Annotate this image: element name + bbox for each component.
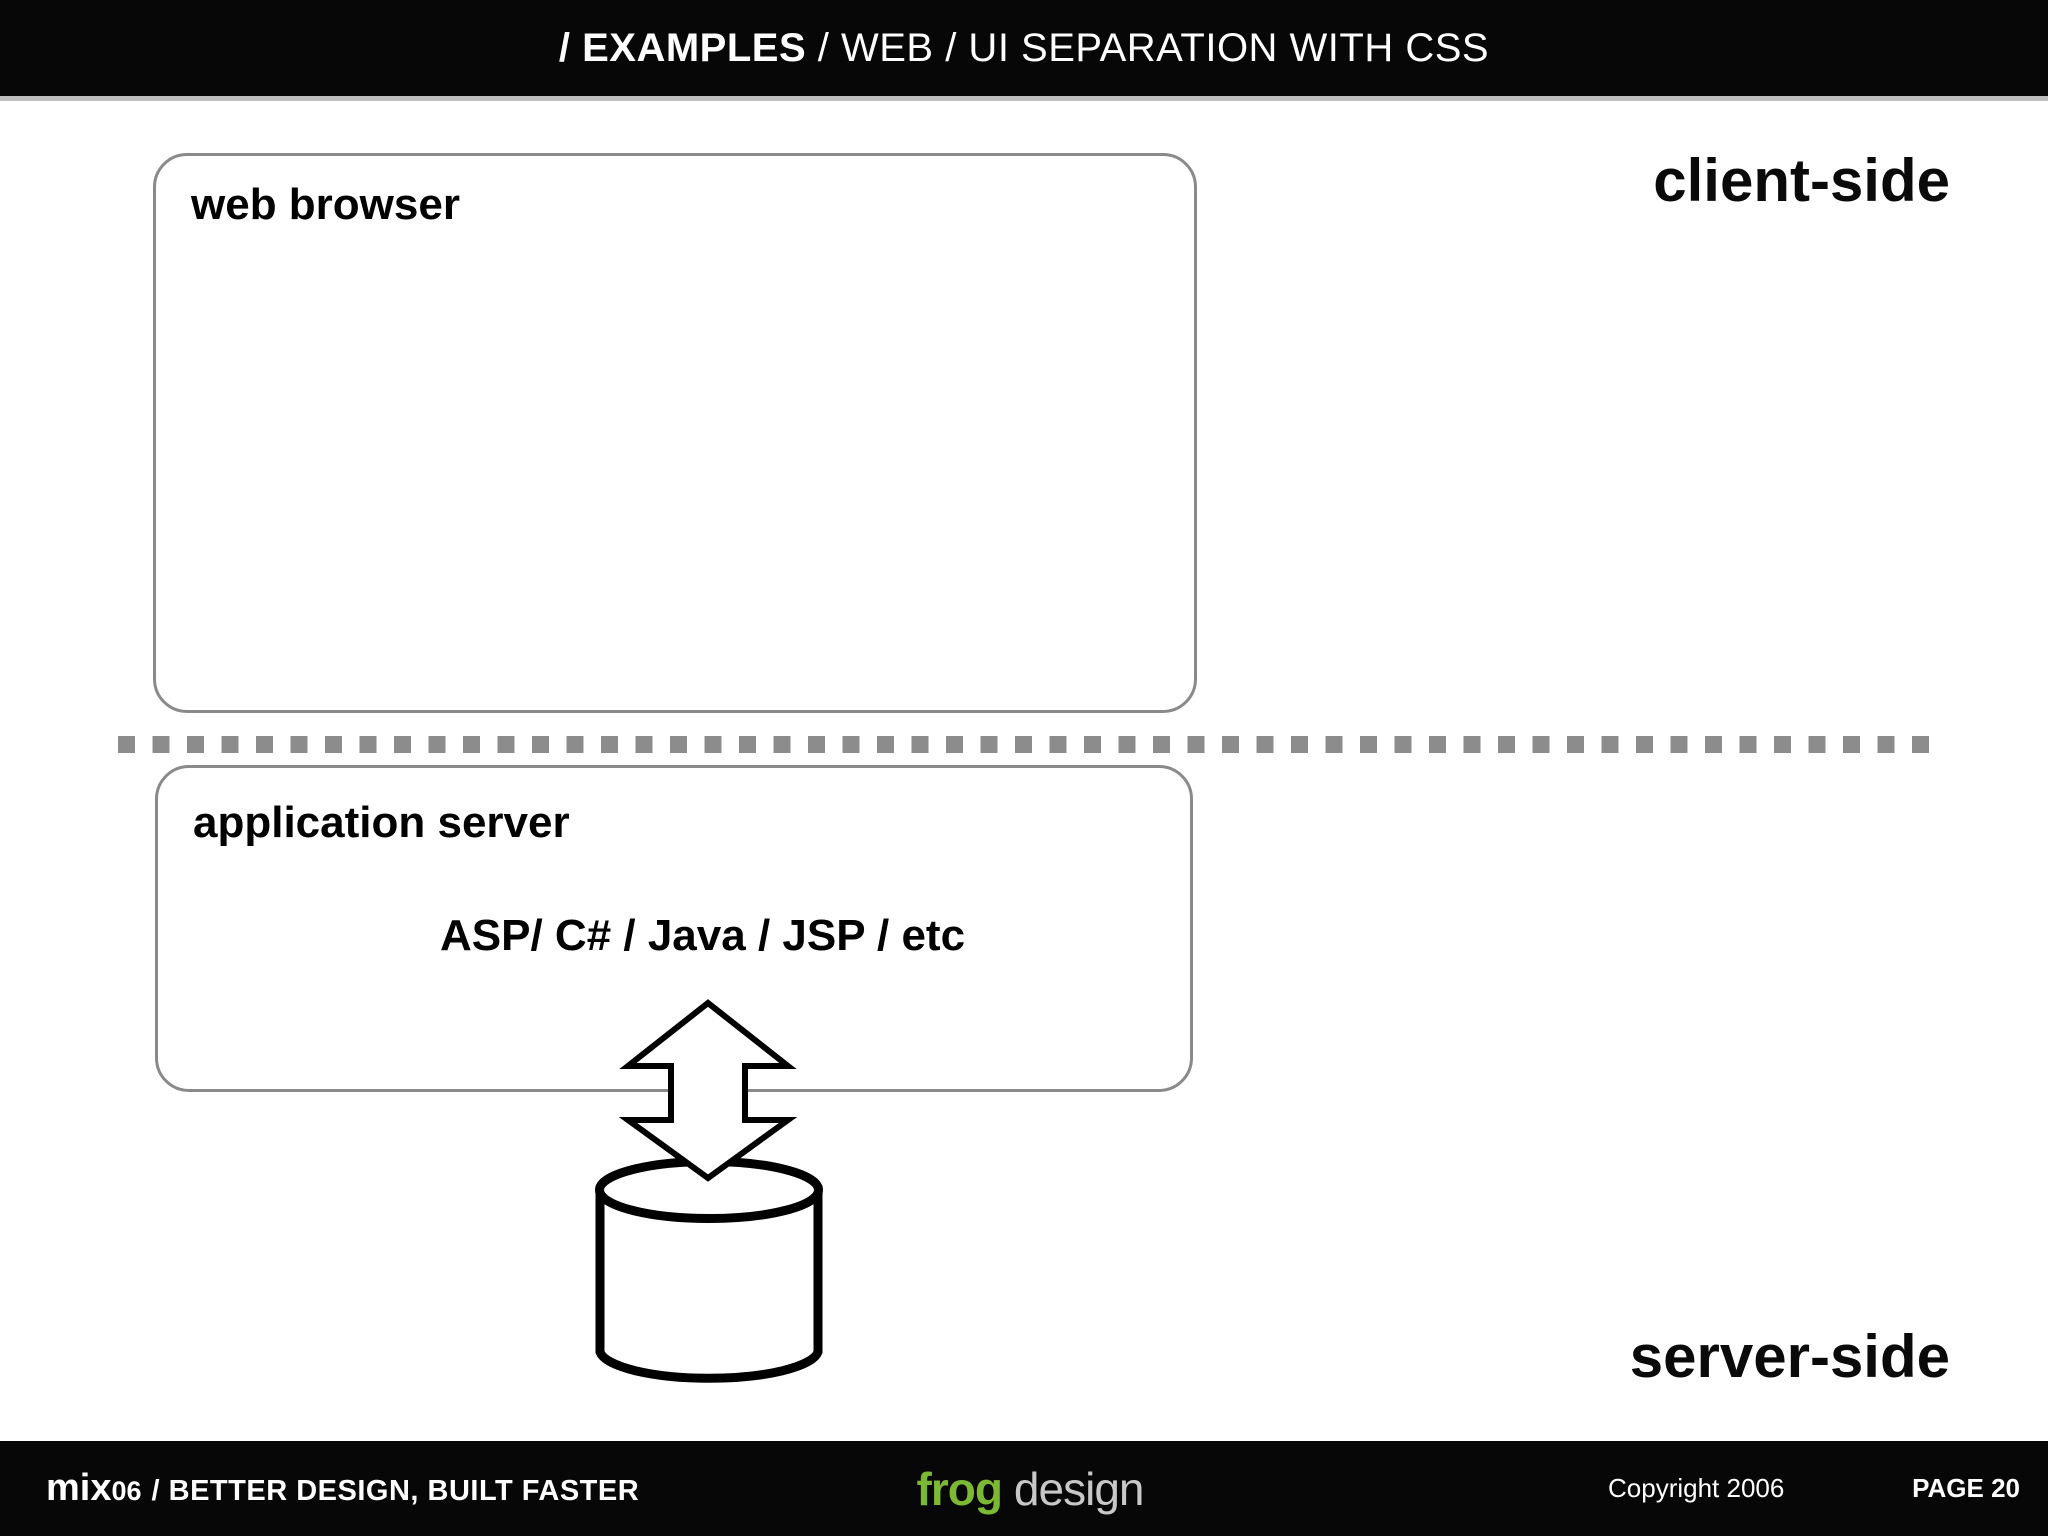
- web-browser-title: web browser: [191, 180, 460, 229]
- bidirectional-arrow-icon: [618, 999, 798, 1182]
- brand-year: 06: [111, 1476, 142, 1506]
- server-side-label: server-side: [1629, 1323, 1950, 1390]
- application-server-technologies: ASP/ C# / Java / JSP / etc: [440, 911, 966, 960]
- logo-design: design: [1013, 1462, 1145, 1515]
- brand-mix: mix: [46, 1467, 112, 1509]
- page-title: / EXAMPLES / WEB / UI SEPARATION WITH CS…: [559, 26, 1489, 71]
- brand-tagline: / BETTER DESIGN, BUILT FASTER: [151, 1475, 640, 1507]
- database-cylinder-icon: [595, 1157, 823, 1383]
- web-browser-box: [153, 153, 1197, 713]
- header-bar: / EXAMPLES / WEB / UI SEPARATION WITH CS…: [0, 0, 2048, 101]
- database-connection-graphic: [595, 999, 823, 1383]
- logo-frog: frog: [916, 1462, 1003, 1515]
- page-title-subsection: / WEB / UI SEPARATION WITH CSS: [806, 25, 1490, 70]
- application-server-title: application server: [193, 798, 570, 847]
- copyright-text: Copyright 2006: [1608, 1473, 1785, 1503]
- client-side-label: client-side: [1653, 147, 1950, 214]
- page-title-section: / EXAMPLES: [558, 25, 807, 70]
- client-server-divider: [118, 736, 1941, 753]
- page-number: PAGE 20: [1912, 1473, 2020, 1503]
